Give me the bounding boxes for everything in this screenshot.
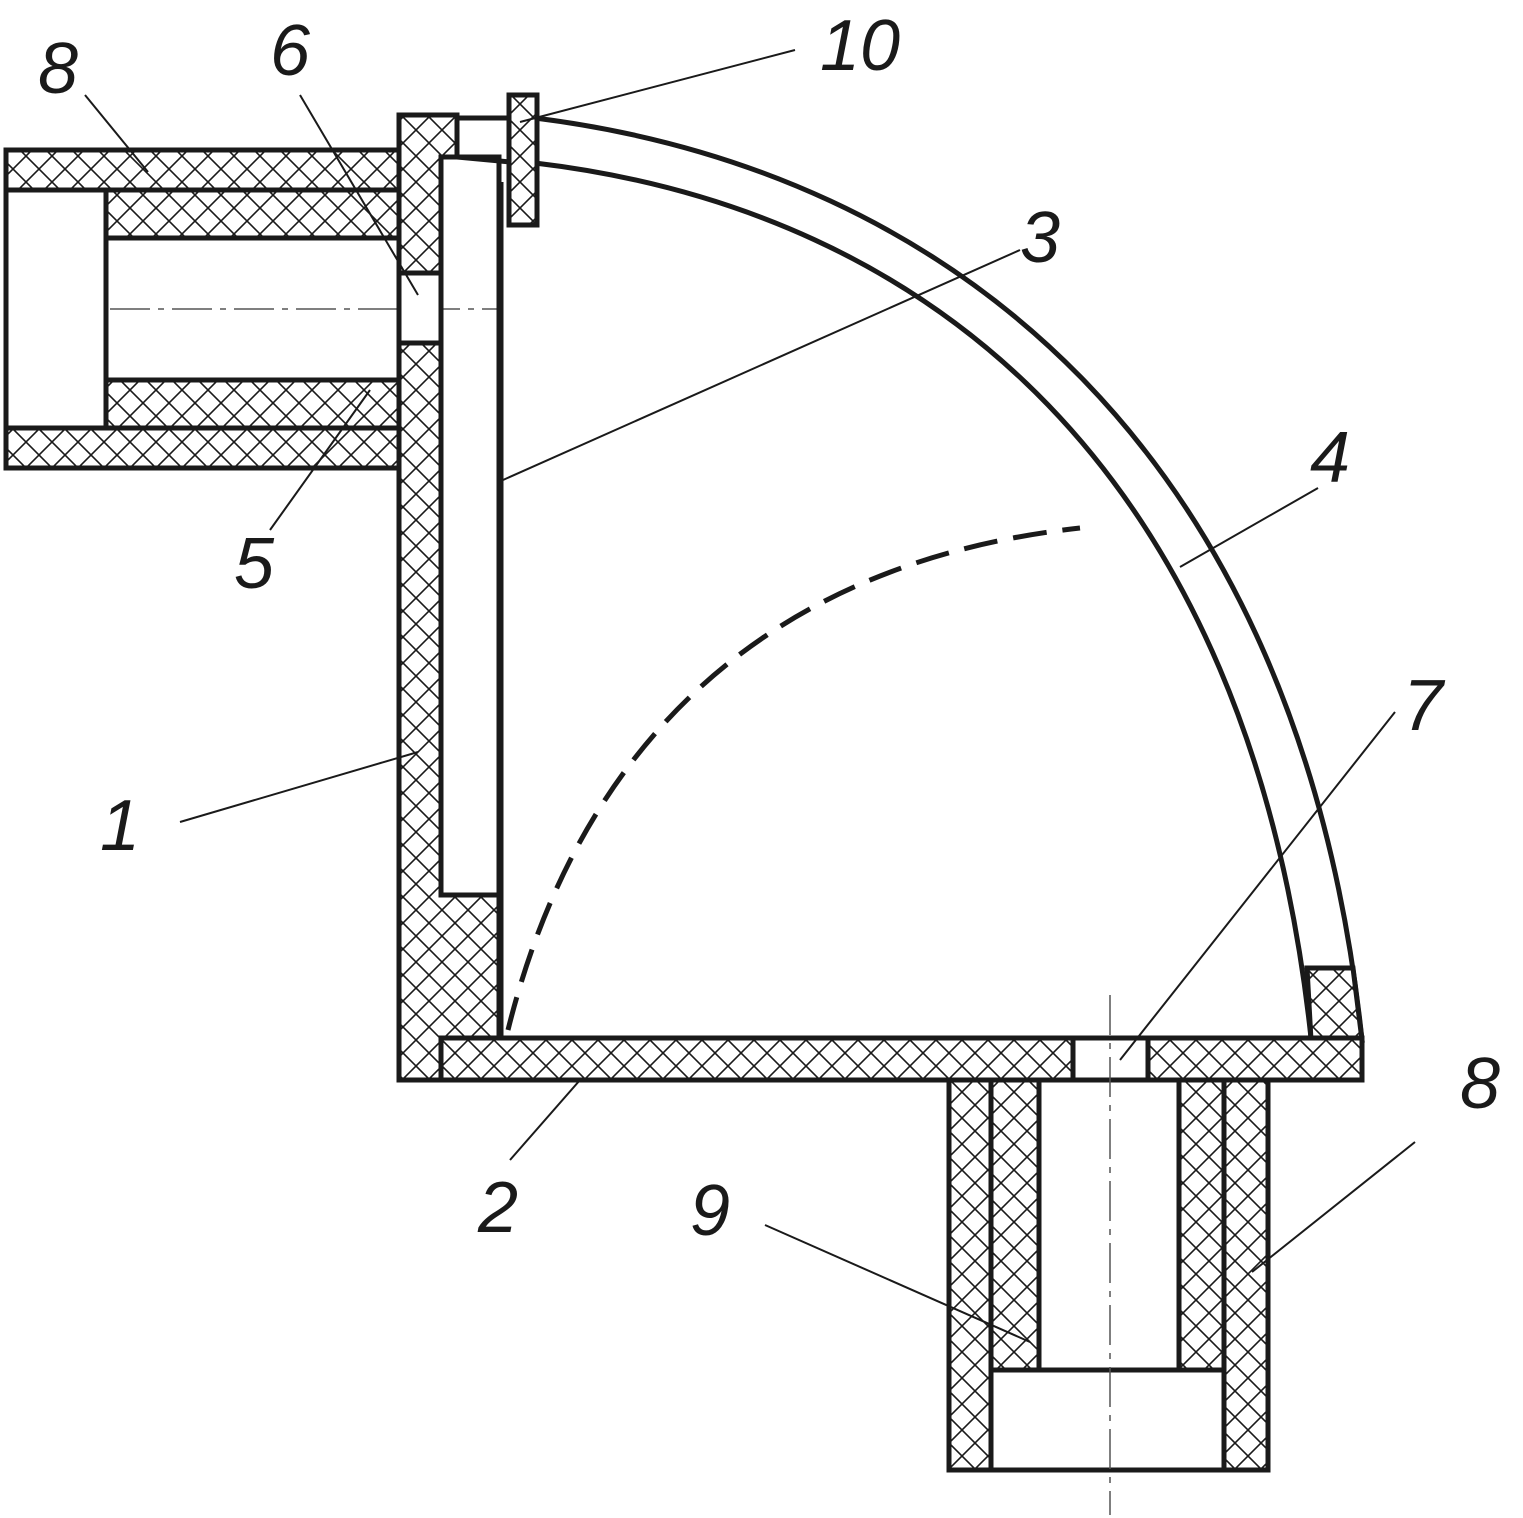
- vertical-wall-part-1: [396, 112, 502, 1083]
- label-5: 5: [234, 524, 275, 604]
- leader-3: [502, 249, 1021, 481]
- label-8-bottom: 8: [1460, 1044, 1500, 1124]
- left-pipe-end-cap: [3, 187, 109, 431]
- dashed-flow-arc: [505, 525, 1081, 1031]
- label-2: 2: [477, 1168, 518, 1248]
- leader-10: [519, 49, 796, 123]
- vertical-wall-lower: [396, 340, 502, 1083]
- bottom-pipe-end-cap: [988, 1367, 1227, 1473]
- base-plate-left: [438, 1035, 1076, 1083]
- left-outer-sleeve-top: [3, 147, 402, 193]
- part-labels: 8 6 10 3 5 4 1 7 8 2 9: [38, 6, 1500, 1251]
- base-plate-part-2: [438, 1035, 1365, 1083]
- wall-opening-part-6: [396, 270, 444, 346]
- dome-inner-arc: [534, 160, 1314, 1039]
- label-4: 4: [1310, 418, 1350, 498]
- bottom-outer-sleeve-right: [1221, 1077, 1271, 1473]
- dome-top-channel: [456, 115, 511, 165]
- inner-channel: [441, 154, 502, 898]
- label-10: 10: [820, 6, 900, 86]
- leader-6: [299, 94, 419, 296]
- dome-part-4: [456, 115, 1365, 1043]
- bottom-outer-sleeve-left: [946, 1077, 994, 1473]
- label-3: 3: [1020, 198, 1060, 278]
- leader-1: [179, 751, 419, 823]
- bottom-inner-sleeve-left: [988, 1077, 1042, 1373]
- label-6: 6: [270, 11, 311, 91]
- leader-9: [764, 1224, 1031, 1343]
- label-8-top: 8: [38, 29, 78, 109]
- leader-5: [269, 389, 371, 531]
- bottom-pipe-assembly: [946, 995, 1271, 1515]
- dome-outer-arc: [534, 115, 1365, 1041]
- leader-2: [509, 1079, 581, 1161]
- base-plate-right: [1145, 1035, 1365, 1083]
- label-1: 1: [100, 786, 140, 866]
- vertical-wall-upper: [396, 112, 460, 276]
- left-outer-sleeve-bottom: [3, 425, 402, 471]
- label-9: 9: [690, 1171, 730, 1251]
- seal-block-part-10: [506, 92, 540, 228]
- leader-4: [1179, 487, 1319, 568]
- dome-support-block: [1304, 965, 1365, 1043]
- left-inner-sleeve-bottom: [103, 377, 402, 431]
- label-7: 7: [1403, 666, 1446, 746]
- leader-lines: [84, 49, 1416, 1343]
- bottom-inner-sleeve-right: [1176, 1077, 1227, 1373]
- leader-8b: [1251, 1141, 1416, 1273]
- leader-7: [1119, 711, 1396, 1061]
- leader-8a: [84, 94, 149, 173]
- left-pipe-assembly: [3, 147, 500, 471]
- left-inner-sleeve-top: [103, 187, 402, 241]
